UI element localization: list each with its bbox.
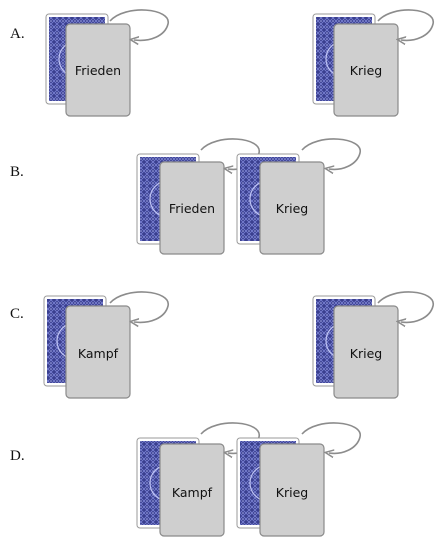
row-label: D.	[10, 448, 25, 464]
card-pair-left: Frieden	[45, 9, 169, 117]
curved-arrow-icon	[377, 9, 434, 40]
card-front	[333, 305, 399, 399]
card-front	[159, 443, 225, 537]
card-word-label: Frieden	[75, 63, 121, 78]
card-front	[259, 443, 325, 537]
card-pair-right: Krieg	[236, 138, 361, 255]
row-d: D. Kampf Krieg	[10, 422, 361, 537]
card-word-label: Krieg	[276, 485, 308, 500]
card-front	[333, 23, 399, 117]
card-word-label: Kampf	[78, 346, 119, 361]
card-word-label: Frieden	[169, 201, 215, 216]
row-b: B. Frieden Krieg	[10, 138, 361, 255]
card-word-label: Kampf	[172, 485, 213, 500]
card-word-label: Krieg	[276, 201, 308, 216]
curved-arrow-icon	[301, 422, 361, 453]
card-pair-left: Kampf	[136, 422, 260, 537]
row-label: C.	[10, 306, 24, 322]
card-pair-right: Krieg	[312, 9, 434, 117]
row-a: A. Frieden Krieg	[10, 9, 434, 117]
card-front	[259, 161, 325, 255]
card-front	[65, 305, 131, 399]
row-label: B.	[10, 164, 24, 180]
curved-arrow-icon	[301, 138, 361, 169]
curved-arrow-icon	[377, 291, 434, 322]
card-pair-right: Krieg	[236, 422, 361, 537]
curved-arrow-icon	[109, 291, 169, 322]
card-pair-left: Kampf	[43, 291, 169, 399]
card-word-label: Krieg	[350, 63, 382, 78]
curved-arrow-icon	[109, 9, 169, 40]
row-label: A.	[10, 26, 25, 42]
row-c: C. Kampf Krieg	[10, 291, 434, 399]
card-front	[159, 161, 225, 255]
card-pair-right: Krieg	[312, 291, 434, 399]
card-front	[65, 23, 131, 117]
card-pair-left: Frieden	[136, 138, 260, 255]
card-word-label: Krieg	[350, 346, 382, 361]
